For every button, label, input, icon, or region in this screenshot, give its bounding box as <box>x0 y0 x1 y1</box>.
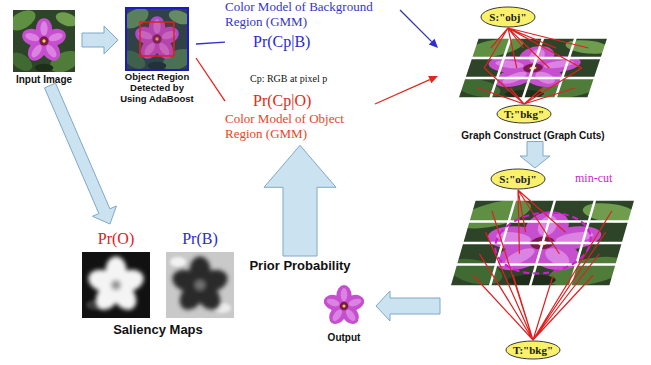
saliency-panel: Pr(B) <box>164 224 236 320</box>
saliency-object-map <box>82 252 150 318</box>
connector-line <box>196 42 225 44</box>
art-detail <box>450 200 635 286</box>
image-caption: Object Region Detected by Using AdaBoost <box>118 72 196 105</box>
annotation: Cp: RGB at pixel p <box>250 73 400 85</box>
probability-term: Pr(O) <box>80 230 152 248</box>
art-detail <box>450 200 635 286</box>
block-arrow-shape <box>520 142 550 169</box>
art-detail <box>86 256 147 314</box>
art-detail <box>322 285 366 327</box>
cut-label: min-cut <box>575 172 612 185</box>
connector-line <box>196 58 225 101</box>
edge-label: Prior Probability <box>247 259 352 274</box>
connector-line <box>375 80 430 104</box>
block-arrow <box>45 83 117 224</box>
terminal-ellipse <box>481 7 535 27</box>
image-caption: Input Image <box>6 74 82 86</box>
terminal-label: S:"obj" <box>489 6 526 28</box>
label-holder: Cp: RGB at pixel p <box>250 73 400 85</box>
terminal-ellipse <box>491 169 545 189</box>
terminal-label: T:"bkg" <box>513 340 553 360</box>
block-arrow <box>376 291 440 321</box>
connector-line <box>196 42 225 44</box>
image-panel: Output <box>312 280 376 344</box>
connector-line <box>375 76 438 104</box>
graph-links <box>478 28 589 104</box>
terminal-label: S:"obj" <box>499 168 536 190</box>
art-detail <box>518 190 566 254</box>
sink-terminal: T:"bkg" <box>496 104 552 124</box>
image-panel: Input Image <box>6 8 82 86</box>
art-detail <box>111 280 121 290</box>
model-title: Color Model of Object Region (GMM) <box>225 112 375 142</box>
block-arrow-shape <box>45 83 117 224</box>
art-detail <box>195 280 205 290</box>
image-panel: Object Region Detected by Using AdaBoost <box>118 6 196 105</box>
probability-term: Pr(Cp|B) <box>253 33 400 51</box>
probability-term: Pr(B) <box>164 230 236 248</box>
color-model: Pr(Cp|O) Color Model of Object Region (GM… <box>225 92 375 142</box>
art-detail <box>484 28 588 68</box>
art-detail <box>166 252 234 318</box>
pixel-grid <box>441 34 625 102</box>
source-terminal: S:"obj" <box>490 168 546 190</box>
graph-links <box>473 190 612 340</box>
art-detail <box>319 282 369 330</box>
block-arrow-shape <box>376 291 440 321</box>
art-detail <box>170 256 231 314</box>
art-detail <box>86 256 147 314</box>
art-detail <box>82 252 150 318</box>
art-detail <box>478 68 582 104</box>
saliency-panel: Pr(O) <box>80 224 152 320</box>
arrow-head <box>428 76 438 83</box>
color-model: Color Model of Background Region (GMM) Pr… <box>225 0 400 51</box>
art-detail <box>170 257 186 267</box>
saliency-background-map <box>166 252 234 318</box>
arrow-head <box>429 39 438 48</box>
terminal-ellipse <box>506 341 560 359</box>
connector-line <box>196 58 225 101</box>
art-detail <box>119 4 196 75</box>
label-holder: Saliency Maps <box>60 323 256 338</box>
terminal-ellipse <box>497 105 551 123</box>
block-arrow <box>520 142 550 169</box>
model-title: Color Model of Background Region (GMM) <box>225 0 400 30</box>
art-detail <box>126 8 188 70</box>
block-arrow-shape <box>82 26 118 54</box>
source-terminal: S:"obj" <box>480 6 536 28</box>
art-detail <box>170 256 231 314</box>
block-arrow-shape <box>264 145 336 256</box>
graph-panel: Graph Construct (Graph Cuts) S:"obj" T:"bk… <box>438 4 628 142</box>
image-caption: Output <box>312 332 376 344</box>
art-detail <box>441 34 625 102</box>
block-arrow <box>264 145 336 256</box>
output-photo <box>319 282 369 330</box>
art-detail <box>322 285 366 327</box>
input-photo <box>6 6 83 77</box>
terminal-label: T:"bkg" <box>504 104 544 124</box>
edge-label-holder: Prior Probability <box>247 259 352 274</box>
detected-region-photo <box>119 4 196 75</box>
graph-panel: min-cut S:"obj" T:"bkg" <box>440 168 640 362</box>
connector-line <box>400 10 432 42</box>
cut-outline <box>491 207 594 280</box>
sink-terminal: T:"bkg" <box>505 340 561 360</box>
probability-term: Pr(Cp|O) <box>253 92 375 110</box>
art-detail <box>140 22 174 56</box>
art-detail <box>126 8 188 70</box>
block-arrow <box>82 26 118 54</box>
connector-line <box>400 10 438 48</box>
image-caption: Graph Construct (Graph Cuts) <box>438 130 628 142</box>
art-detail <box>473 211 612 340</box>
group-caption: Saliency Maps <box>60 323 256 338</box>
